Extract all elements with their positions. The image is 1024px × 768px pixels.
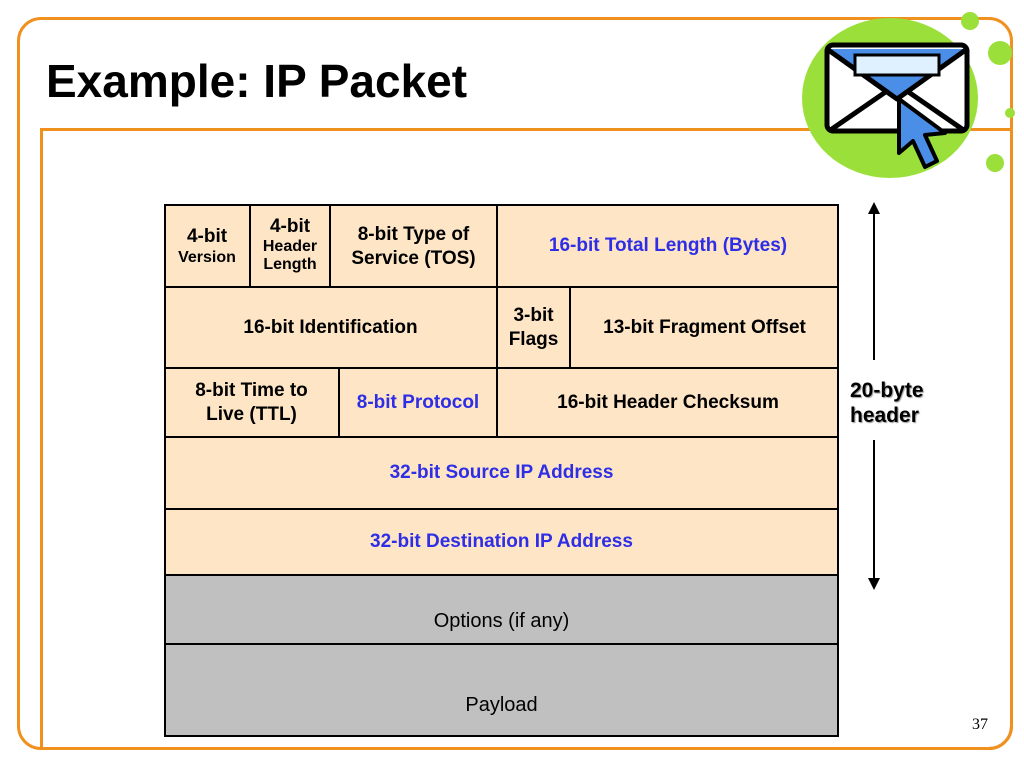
field-header-checksum: 16-bit Header Checksum xyxy=(557,391,779,413)
header-span-label: 20-byte header xyxy=(850,378,950,428)
header-span-label-line-1: 20-byte xyxy=(850,379,924,402)
row-divider xyxy=(165,367,838,369)
field-options: Options (if any) xyxy=(433,610,570,632)
field-tos: 8-bit Type of Service (TOS) xyxy=(331,207,496,286)
field-source-ip: 32-bit Source IP Address xyxy=(389,462,614,484)
field-flags-name: Flags xyxy=(508,328,559,350)
field-ttl: 8-bit Time to Live (TTL) xyxy=(165,369,338,436)
field-protocol: 8-bit Protocol xyxy=(356,392,480,413)
field-divider xyxy=(249,205,251,286)
field-header-length-name-1: Header xyxy=(262,238,318,256)
header-area xyxy=(165,205,838,575)
payload-area xyxy=(165,575,838,736)
envelope-with-cursor-icon xyxy=(802,12,1015,178)
slide-title: Example: IP Packet xyxy=(46,55,468,107)
field-divider xyxy=(569,288,571,367)
field-flags: 3-bit Flags xyxy=(498,288,569,367)
field-ttl-line-1: 8-bit Time to xyxy=(195,379,308,401)
row-divider xyxy=(165,643,838,645)
packet-border xyxy=(164,204,839,737)
field-divider xyxy=(496,369,498,436)
row-divider xyxy=(165,574,838,576)
field-total-length: 16-bit Total Length (Bytes) xyxy=(548,234,788,256)
field-identification: 16-bit Identification xyxy=(243,316,418,338)
row-divider xyxy=(165,286,838,288)
row-divider xyxy=(165,436,838,438)
field-tos-line-1: 8-bit Type of xyxy=(357,223,470,245)
field-payload: Payload xyxy=(465,694,538,716)
row-divider xyxy=(165,508,838,510)
field-header-length: 4-bit Header Length xyxy=(251,205,329,286)
field-ttl-line-2: Live (TTL) xyxy=(206,403,297,425)
field-version: 4-bit Version xyxy=(165,207,249,286)
header-span-label-line-2: header xyxy=(850,404,919,428)
field-divider xyxy=(496,288,498,367)
field-divider xyxy=(329,205,331,286)
field-version-bits: 4-bit xyxy=(186,225,228,247)
field-destination-ip: 32-bit Destination IP Address xyxy=(370,531,633,553)
field-divider xyxy=(338,369,340,436)
page-number: 37 xyxy=(972,716,988,733)
field-version-name: Version xyxy=(178,249,236,267)
field-fragment-offset: 13-bit Fragment Offset xyxy=(603,316,806,338)
field-header-length-name-2: Length xyxy=(263,255,317,273)
field-header-length-bits: 4-bit xyxy=(269,216,311,238)
field-divider xyxy=(496,205,498,286)
field-flags-bits: 3-bit xyxy=(513,304,554,326)
header-span-arrow xyxy=(868,202,880,590)
slide-content-frame xyxy=(40,128,1013,750)
field-tos-line-2: Service (TOS) xyxy=(351,247,476,269)
